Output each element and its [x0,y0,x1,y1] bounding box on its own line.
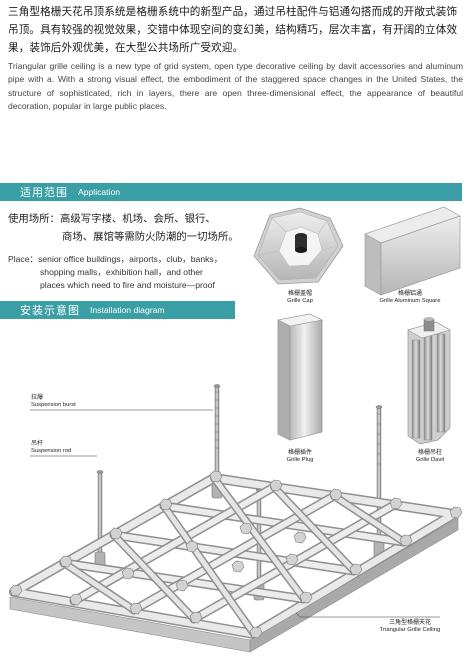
place-line-2: shopping malls，exhibition hall，and other [40,267,203,277]
place-line-3: places which need to fire and moisture—p… [40,280,215,290]
usage-line-2: 商场、展馆等需防火防潮的一切场所。 [62,231,239,243]
installation-grid-drawing [9,384,463,653]
leader-lines [30,409,440,618]
installation-section-header: 安装示意图 Installation diagram [0,301,235,319]
label-triangular-grille-ceiling: 三角型格栅天花 Triangular Grille Ceiling [379,619,441,633]
installation-title-cn: 安装示意图 [20,304,80,317]
node-caps [9,470,463,639]
application-section-header: 适用范围 Application [0,183,462,201]
application-title-en: Application [78,187,121,197]
grille-aluminum-square-image [364,206,461,296]
label-suspension-burst: 拉爆 Suspension burst [31,394,76,408]
usage-chinese-text: 使用场所：高级写字楼、机场、会所、银行、 商场、展馆等需防火防潮的一切场所。 [8,210,258,246]
application-title-cn: 适用范围 [20,186,68,199]
caption-grille-plug: 格栅插件 Grille Plug [286,449,314,463]
grille-cap-image [253,207,344,285]
installation-title-en: Installation diagram [90,305,165,315]
caption-grille-davit: 格栅吊柱 Grille Davit [415,449,445,463]
intro-chinese-text: 三角型格栅天花吊顶系统是格栅系统中的新型产品，通过吊柱配件与铝通勾搭而成的开敞式… [8,6,458,54]
caption-grille-aluminum-square: 格栅铝通 Grille Aluminum Square [379,290,441,304]
rod-threads [215,391,381,465]
usage-line-1: 使用场所：高级写字楼、机场、会所、银行、 [8,213,216,225]
place-english-text: Place：senior office buildings，airports，c… [8,253,258,292]
grille-plug-image [277,313,323,441]
intro-english-text: Triangular grille ceiling is a new type … [8,61,463,112]
caption-grille-cap: 格栅盖帽 Grille Cap [287,290,313,304]
grille-davit-image [407,317,451,445]
place-line-1: Place：senior office buildings，airports，c… [8,254,223,264]
label-suspension-rod: 吊杆 Suspension rod [31,440,72,454]
